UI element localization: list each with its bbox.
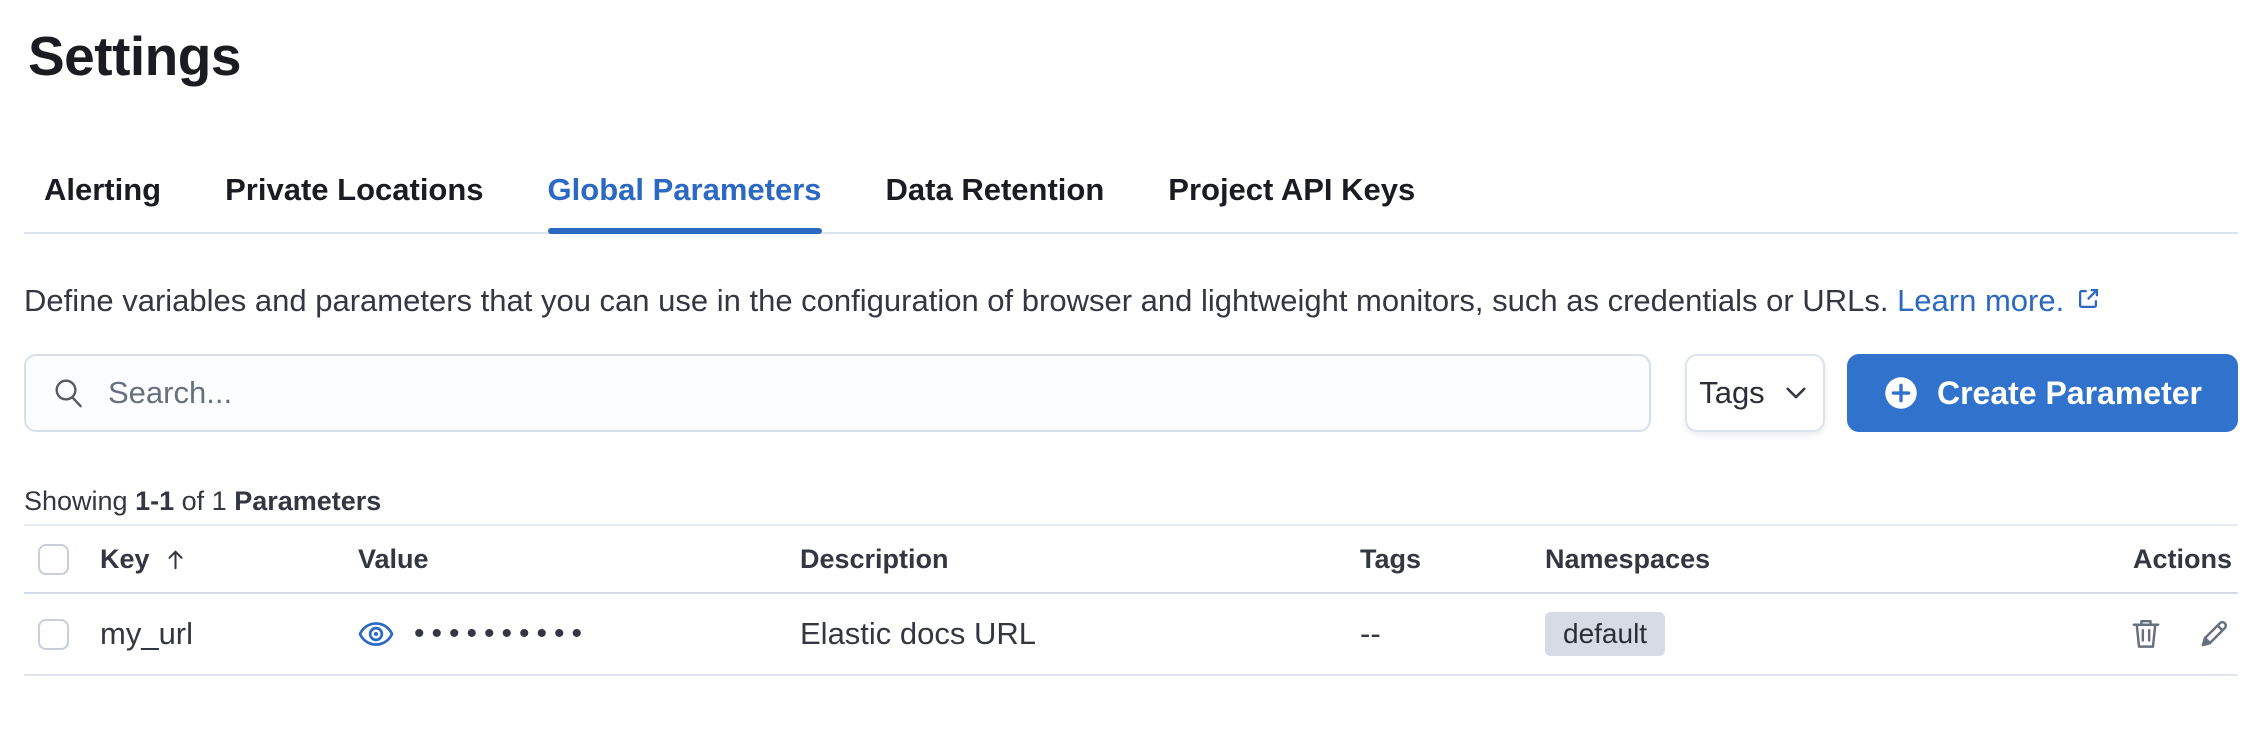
learn-more-label: Learn more. [1897, 283, 2065, 318]
page-description: Define variables and parameters that you… [24, 276, 2238, 328]
chevron-down-icon [1786, 387, 1806, 399]
header-key-label: Key [100, 543, 150, 574]
row-value-cell: •••••••••• [358, 616, 800, 652]
header-namespaces-label: Namespaces [1545, 543, 1711, 574]
header-actions-label: Actions [2132, 543, 2232, 574]
masked-value: •••••••••• [414, 617, 590, 650]
parameter-description: Elastic docs URL [800, 616, 1037, 651]
reveal-value-button[interactable] [358, 616, 394, 652]
tags-filter-button[interactable]: Tags [1684, 354, 1825, 432]
tab-data-retention[interactable]: Data Retention [886, 170, 1105, 232]
row-select-cell [24, 618, 100, 650]
row-key-cell: my_url [100, 616, 358, 652]
row-description-cell: Elastic docs URL [800, 616, 1360, 652]
header-value-label: Value [358, 543, 429, 574]
page-title: Settings [28, 25, 241, 87]
search-icon [55, 379, 82, 408]
plus-in-circle-icon [1885, 377, 1917, 409]
header-key[interactable]: Key [100, 544, 358, 575]
create-parameter-label: Create Parameter [1936, 374, 2202, 411]
row-checkbox[interactable] [38, 618, 69, 650]
tab-data-retention-label: Data Retention [885, 172, 1105, 207]
parameter-key: my_url [100, 616, 194, 651]
tab-global-parameters-label: Global Parameters [547, 172, 822, 207]
header-tags: Tags [1360, 544, 1545, 575]
table-row: my_url •••••••••• Elastic docs URL -- de… [24, 594, 2238, 676]
learn-more-link[interactable]: Learn more. [1897, 283, 2102, 318]
parameter-tags: -- [1360, 616, 1381, 651]
parameters-table: Key Value Description Tags Namespaces Ac… [24, 524, 2238, 676]
row-tags-cell: -- [1360, 616, 1545, 652]
header-namespaces: Namespaces [1545, 544, 1975, 575]
tab-private-locations[interactable]: Private Locations [225, 170, 483, 232]
external-link-icon [2074, 278, 2102, 328]
edit-parameter-button[interactable] [2196, 616, 2232, 652]
search-input[interactable] [108, 358, 1633, 428]
tab-project-api-keys[interactable]: Project API Keys [1168, 170, 1415, 232]
tab-private-locations-label: Private Locations [225, 172, 484, 207]
select-all-checkbox[interactable] [38, 543, 69, 575]
header-description-label: Description [800, 543, 949, 574]
header-actions: Actions [1975, 544, 2238, 575]
summary-of: of 1 [181, 486, 227, 516]
header-value: Value [358, 544, 800, 575]
trash-icon [2132, 619, 2160, 648]
delete-parameter-button[interactable] [2128, 616, 2164, 652]
active-tab-underline [547, 228, 822, 234]
row-namespaces-cell: default [1545, 612, 1975, 656]
summary-showing: Showing [24, 486, 128, 516]
settings-tabs: Alerting Private Locations Global Parame… [24, 170, 2238, 234]
summary-entity: Parameters [234, 486, 382, 516]
eye-icon [358, 622, 394, 646]
namespace-badge: default [1545, 612, 1666, 656]
header-description: Description [800, 544, 1360, 575]
summary-range: 1-1 [135, 486, 175, 516]
create-parameter-button[interactable]: Create Parameter [1846, 354, 2238, 432]
row-actions-cell [1975, 616, 2238, 652]
pencil-icon [2201, 620, 2228, 647]
settings-page: Settings Alerting Private Locations Glob… [0, 26, 2262, 676]
tab-alerting-label: Alerting [44, 172, 162, 207]
tab-project-api-keys-label: Project API Keys [1168, 172, 1416, 207]
header-tags-label: Tags [1360, 543, 1422, 574]
tab-global-parameters[interactable]: Global Parameters [547, 170, 822, 234]
description-text: Define variables and parameters that you… [24, 283, 1889, 318]
sort-ascending-icon [162, 546, 189, 573]
results-summary: Showing 1-1 of 1 Parameters [24, 486, 2238, 516]
table-header-row: Key Value Description Tags Namespaces Ac… [24, 524, 2238, 594]
search-box [24, 354, 1651, 432]
tags-filter-label: Tags [1699, 375, 1765, 410]
tab-alerting[interactable]: Alerting [44, 170, 161, 232]
parameters-toolbar: Tags Create Parameter [24, 354, 2238, 432]
header-select-all-cell [24, 543, 100, 575]
